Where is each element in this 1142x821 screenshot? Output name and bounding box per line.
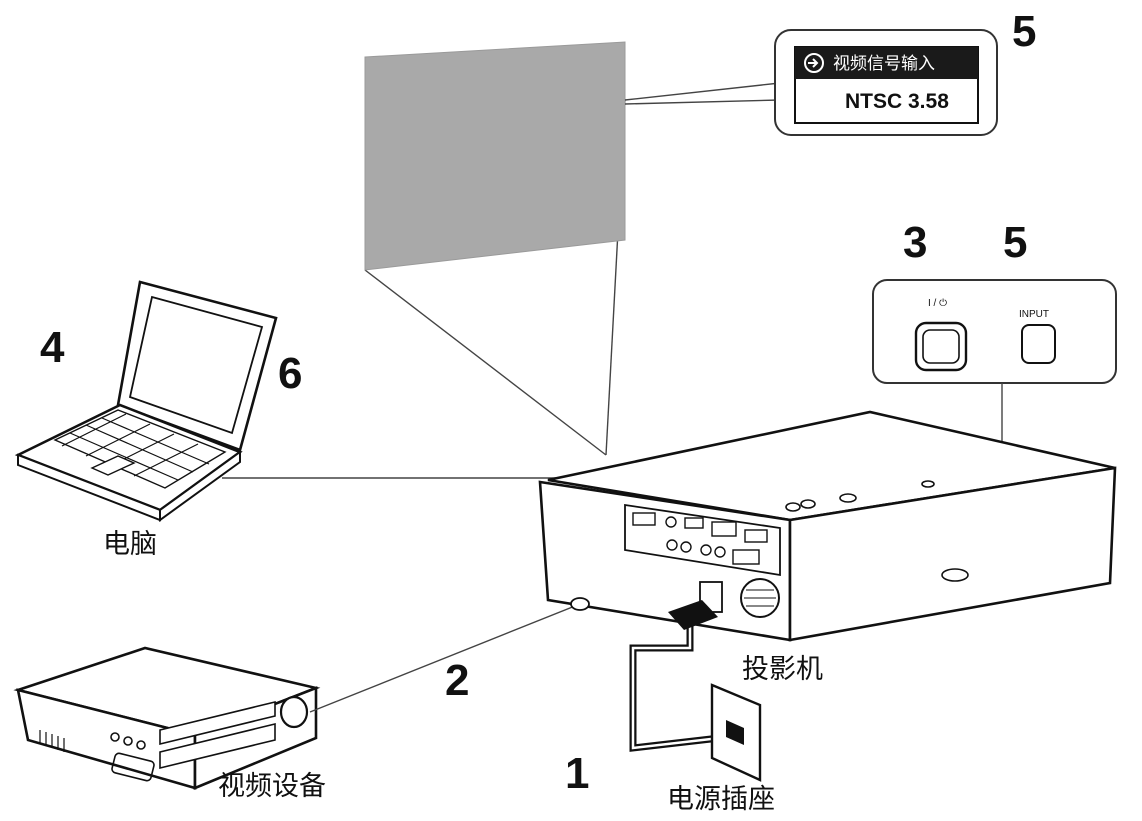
osd-value: NTSC 3.58 — [845, 90, 949, 113]
label-projector: 投影机 — [742, 654, 823, 685]
step-2: 2 — [445, 656, 469, 705]
input-label: INPUT — [1019, 309, 1049, 320]
step-3: 3 — [903, 218, 927, 267]
input-button[interactable] — [1021, 324, 1056, 364]
osd-title-bar — [795, 47, 978, 79]
osd-title: 视频信号输入 — [833, 54, 935, 74]
power-cable — [629, 600, 738, 752]
power-label: I / ⏻ — [928, 298, 947, 309]
laptop-icon — [14, 280, 278, 522]
step-5-osd: 5 — [1012, 7, 1036, 56]
step-1: 1 — [565, 749, 589, 798]
power-button[interactable] — [914, 321, 968, 372]
step-6: 6 — [278, 349, 302, 398]
step-5-input: 5 — [1003, 218, 1027, 267]
control-panel-callout: I / ⏻ INPUT — [794, 279, 1117, 505]
projected-screen — [364, 41, 626, 271]
step-4: 4 — [40, 323, 65, 372]
projector-icon — [538, 410, 1117, 642]
video-device-icon — [13, 646, 321, 790]
input-arrow-icon — [804, 53, 824, 73]
osd-callout: 视频信号输入 NTSC 3.58 — [624, 29, 998, 136]
label-computer: 电脑 — [103, 529, 157, 560]
power-outlet-icon — [710, 683, 762, 782]
label-power-outlet: 电源插座 — [667, 784, 775, 815]
label-video-device: 视频设备 — [218, 771, 326, 802]
